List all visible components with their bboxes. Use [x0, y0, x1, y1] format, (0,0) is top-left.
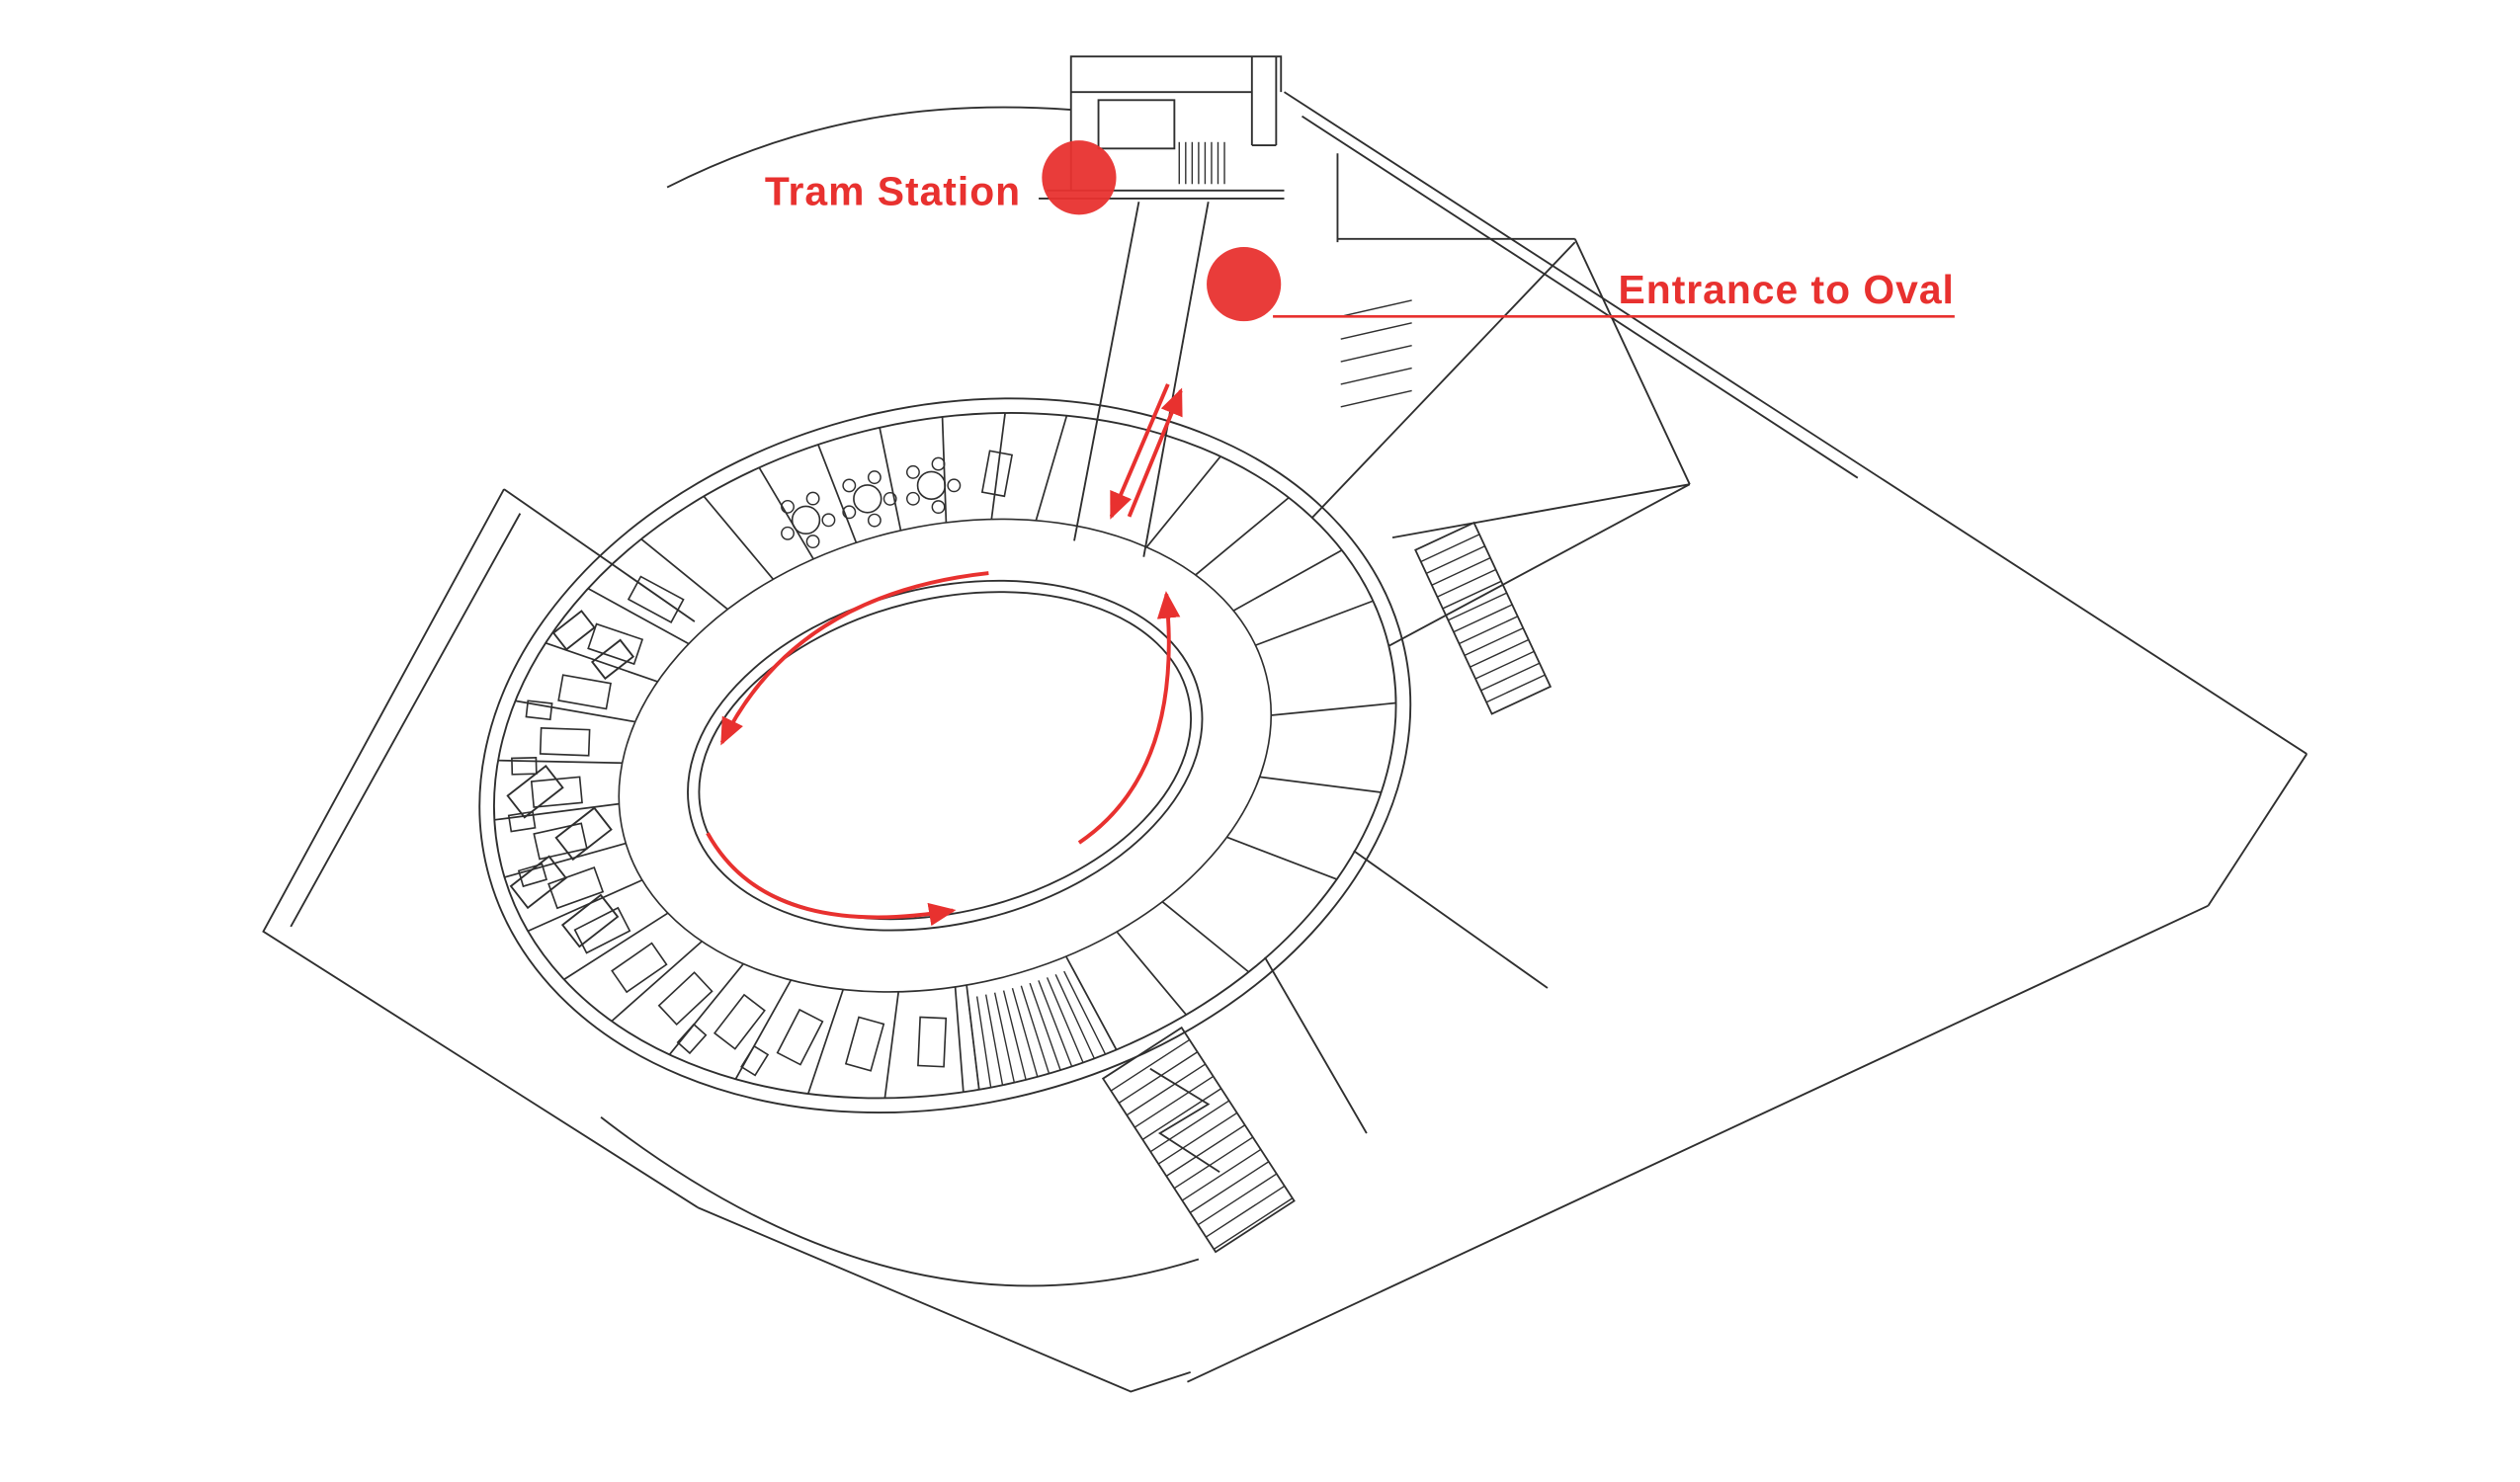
- entrance-corridor: [1073, 202, 1210, 557]
- oval-building: [478, 397, 1412, 1114]
- courtyard-arrow-left-icon: [719, 571, 989, 746]
- entrance-label: Entrance to Oval: [1619, 267, 1955, 312]
- red-annotations: Tram Station Entrance to Oval: [706, 140, 1955, 927]
- tram-station-label: Tram Station: [765, 169, 1021, 214]
- courtyard-arrow-bottom-icon: [706, 832, 957, 927]
- plan-generated-details: [494, 141, 1553, 1254]
- corridor-arrow-out-icon: [1127, 387, 1183, 518]
- courtyard-arrow-right-icon: [1077, 591, 1181, 845]
- corridor-arrow-in-icon: [1109, 383, 1170, 520]
- tram-station-marker: [1042, 140, 1117, 215]
- circulation-arrows: [706, 383, 1183, 927]
- tram-track-curve: [666, 106, 1071, 189]
- terrace-arc: [600, 1115, 1200, 1287]
- right-wing: [1187, 91, 2309, 1383]
- left-wing: [262, 488, 1192, 1393]
- plan-drawing: [262, 55, 2309, 1393]
- entrance-marker: [1207, 247, 1282, 322]
